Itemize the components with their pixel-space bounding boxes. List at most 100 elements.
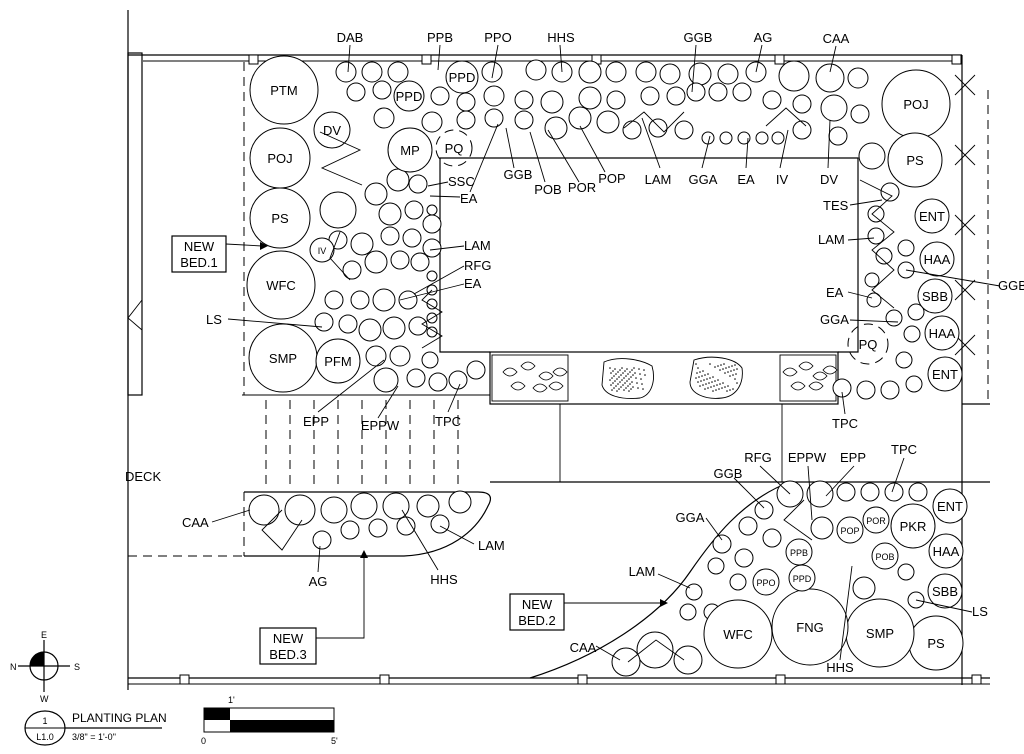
- small-plant: [421, 111, 443, 133]
- callout-bed-2: NEW BED.2: [509, 593, 668, 631]
- boulder-stipple: [714, 366, 716, 368]
- boulder-stipple: [623, 389, 625, 391]
- boulder-stipple: [640, 378, 642, 380]
- small-plant: [483, 85, 505, 107]
- boulder-stipple: [706, 378, 708, 380]
- large-plant: [249, 55, 319, 125]
- large-plant: [871, 542, 899, 570]
- small-plant: [828, 126, 848, 146]
- planter-leaf: [538, 371, 554, 381]
- tag-label: CAA: [823, 31, 850, 46]
- planter-leaf: [808, 381, 824, 391]
- tag-label: CAA: [570, 640, 597, 655]
- tag-label: DV: [820, 172, 838, 187]
- boulder-stipple: [710, 386, 712, 388]
- boulder-stipple: [610, 372, 612, 374]
- tag-label: TPC: [832, 416, 858, 431]
- boulder-stipple: [618, 388, 620, 390]
- title-block: 1 L1.0 PLANTING PLAN 3/8" = 1'-0": [24, 710, 167, 746]
- boulder-stipple: [637, 387, 639, 389]
- boulder-stipple: [732, 388, 734, 390]
- boulder-stipple: [623, 377, 625, 379]
- svg-text:NEW: NEW: [273, 631, 304, 646]
- tag-label: AG: [754, 30, 773, 45]
- tag-label: AG: [309, 574, 328, 589]
- planter-leaf: [532, 383, 548, 393]
- small-plant: [578, 60, 602, 84]
- small-plant: [880, 380, 900, 400]
- tag-label: HHS: [547, 30, 575, 45]
- boulder-stipple: [631, 369, 633, 371]
- small-plant: [448, 490, 472, 514]
- tag-label: POP: [598, 171, 625, 186]
- tag-label: DAB: [337, 30, 364, 45]
- plant-label: POJ: [267, 151, 292, 166]
- tag-label: TPC: [891, 442, 917, 457]
- small-plant: [754, 500, 774, 520]
- large-plant: [445, 60, 479, 94]
- small-plant: [648, 118, 668, 138]
- small-plant: [578, 86, 602, 110]
- tag-label: LAM: [818, 232, 845, 247]
- planter-leaf: [822, 365, 838, 375]
- small-plant: [430, 514, 450, 534]
- plant-label: ENT: [919, 209, 945, 224]
- boulder-stipple: [720, 364, 722, 366]
- plant-label: SBB: [922, 289, 948, 304]
- scale-top-label: 1': [228, 695, 235, 705]
- small-plant: [378, 202, 402, 226]
- large-plant: [928, 533, 964, 569]
- large-plant: [771, 588, 849, 666]
- boulder-stipple: [719, 383, 721, 385]
- planter-leaf: [798, 361, 814, 371]
- plant-label: PPD: [449, 70, 476, 85]
- plant-zigzag: [261, 509, 303, 551]
- tag-label: LAM: [464, 238, 491, 253]
- small-plant: [358, 318, 382, 342]
- scale-bar: 1' 0 5': [201, 695, 338, 746]
- boulder-stipple: [621, 379, 623, 381]
- planter-foliage: [502, 361, 838, 393]
- boulder-stipple: [636, 382, 638, 384]
- boulder-stipple: [641, 383, 643, 385]
- boulder-stipple: [736, 368, 738, 370]
- plant-label: DV: [323, 123, 341, 138]
- small-plant: [605, 61, 627, 83]
- small-plant: [897, 239, 915, 257]
- small-plant: [350, 492, 378, 520]
- large-plant: [788, 564, 816, 592]
- small-plant: [860, 482, 880, 502]
- tag-label: RFG: [744, 450, 771, 465]
- boulder-stipple: [612, 370, 614, 372]
- plant-label: ENT: [937, 499, 963, 514]
- small-plant: [544, 116, 568, 140]
- boulder-stipple: [622, 384, 624, 386]
- small-plant: [390, 250, 410, 270]
- tag-label: PPB: [427, 30, 453, 45]
- small-plant: [426, 204, 438, 216]
- boulder-stipple: [729, 375, 731, 377]
- small-plant: [338, 314, 358, 334]
- boulder-stipple: [609, 379, 611, 381]
- small-plant: [686, 82, 706, 102]
- boulder-stipple: [726, 390, 728, 392]
- compass-e: E: [41, 630, 47, 640]
- small-plant: [324, 290, 344, 310]
- small-plant: [466, 360, 486, 380]
- plant-zigzags: [319, 131, 363, 281]
- boulder-stipple: [628, 378, 630, 380]
- small-plant: [856, 380, 876, 400]
- small-plant: [850, 104, 870, 124]
- callout-bed-3: NEW BED.3: [259, 550, 368, 665]
- small-plant: [734, 548, 754, 568]
- boulder-stipple: [626, 380, 628, 382]
- plant-label: HAA: [933, 544, 960, 559]
- boulder-stipple: [624, 382, 626, 384]
- tag-label: LAM: [478, 538, 505, 553]
- small-plant: [350, 232, 374, 256]
- planter-leaf: [502, 367, 518, 377]
- boulder-stipple: [642, 388, 644, 390]
- small-plant: [732, 82, 752, 102]
- plant-label: PQ: [445, 141, 464, 156]
- small-plant: [426, 326, 438, 338]
